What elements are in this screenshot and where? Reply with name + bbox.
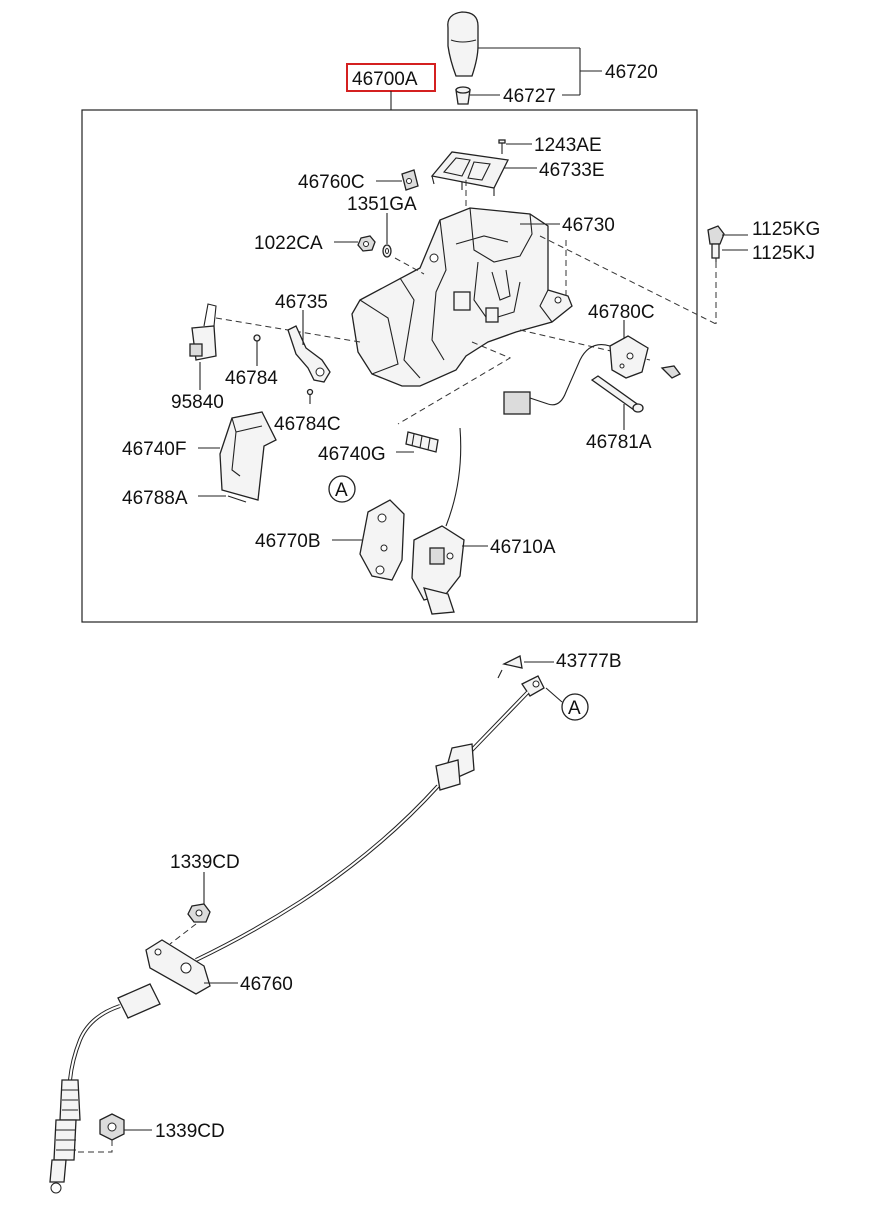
label-1125kg[interactable]: 1125KG	[752, 219, 820, 240]
shaft-46781a	[590, 375, 644, 413]
label-1125kj[interactable]: 1125KJ	[752, 243, 815, 264]
label-95840[interactable]: 95840	[171, 392, 224, 413]
label-46727[interactable]: 46727	[503, 86, 556, 107]
shifter-housing-46730	[351, 207, 573, 387]
nut-1022ca	[357, 235, 376, 252]
knob-insert	[455, 86, 471, 105]
label-46720[interactable]: 46720	[605, 62, 658, 83]
bracket-46760c	[401, 169, 419, 191]
bolt-1125kg	[707, 225, 725, 262]
spring-46740g	[405, 431, 439, 453]
cover-46740f	[219, 411, 277, 501]
label-46733e[interactable]: 46733E	[539, 160, 605, 181]
label-46784c[interactable]: 46784C	[274, 414, 341, 435]
label-46781a[interactable]: 46781A	[586, 432, 652, 453]
label-43777b[interactable]: 43777B	[556, 651, 622, 672]
label-46780c[interactable]: 46780C	[588, 302, 655, 323]
ref-a-marker-top: A	[328, 475, 356, 503]
label-1339cd-bottom[interactable]: 1339CD	[155, 1121, 225, 1142]
lever-46710a	[411, 427, 465, 615]
label-46784[interactable]: 46784	[225, 368, 278, 389]
label-46760c[interactable]: 46760C	[298, 172, 365, 193]
label-46788a[interactable]: 46788A	[122, 488, 188, 509]
lever-46735	[287, 325, 331, 383]
label-1339cd-top[interactable]: 1339CD	[170, 852, 240, 873]
nut-1339cd-bottom	[99, 1113, 125, 1141]
assembly-frame	[81, 109, 698, 623]
clip-43777b	[497, 655, 523, 679]
label-1022ca[interactable]: 1022CA	[254, 233, 323, 254]
label-1243ae[interactable]: 1243AE	[534, 135, 602, 156]
svg-text:A: A	[335, 480, 348, 501]
pin-46784c	[306, 388, 314, 404]
label-46770b[interactable]: 46770B	[255, 531, 321, 552]
label-46700a[interactable]: 46700A	[352, 69, 418, 90]
switch-95840	[189, 303, 217, 361]
shift-cable-46760	[49, 675, 545, 1194]
sensor-46780c	[503, 335, 681, 415]
pin-46788a	[227, 495, 247, 503]
screw-1243ae	[498, 139, 506, 154]
pin-46784	[253, 334, 261, 350]
label-46735[interactable]: 46735	[275, 292, 328, 313]
svg-text:A: A	[568, 698, 581, 719]
shift-knob	[447, 11, 479, 77]
washer-1351ga	[382, 244, 392, 258]
indicator-cover-46733e	[430, 151, 509, 196]
label-46710a[interactable]: 46710A	[490, 537, 556, 558]
plate-46770b	[359, 499, 405, 581]
label-46740f[interactable]: 46740F	[122, 439, 186, 460]
label-1351ga[interactable]: 1351GA	[347, 194, 417, 215]
label-46730[interactable]: 46730	[562, 215, 615, 236]
ref-a-marker-cable: A	[561, 693, 589, 721]
label-46760[interactable]: 46760	[240, 974, 293, 995]
nut-1339cd-top	[187, 903, 211, 923]
label-46740g[interactable]: 46740G	[318, 444, 386, 465]
